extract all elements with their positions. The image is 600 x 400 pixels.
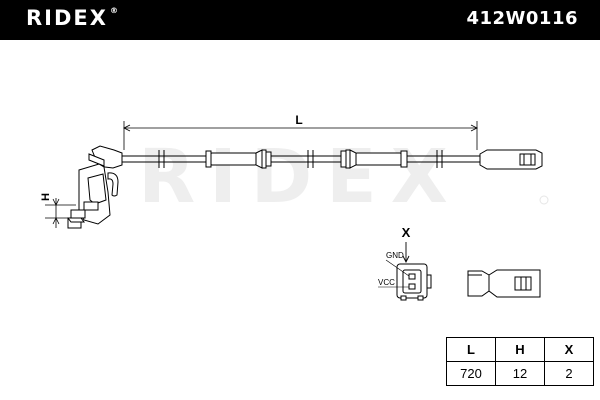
view-x-arrowhead — [402, 255, 410, 264]
length-label: L — [295, 113, 302, 127]
spec-value-h: 12 — [495, 361, 545, 386]
cable-grommet-left — [205, 149, 272, 169]
registered-mark: ® — [109, 6, 118, 15]
brand-name: RIDEX — [26, 6, 108, 30]
cable-connector — [479, 149, 543, 170]
spec-header-x: X — [544, 337, 594, 362]
brand-logo: RIDEX® — [26, 6, 118, 30]
connector-front-view — [396, 263, 432, 301]
pin-label-gnd: GND — [386, 251, 404, 260]
length-dimension — [123, 121, 478, 150]
header-bar: RIDEX® 412W0116 — [0, 0, 600, 40]
sensor-head — [67, 145, 123, 229]
cable-grommet-right — [340, 149, 408, 169]
sensor-cable — [122, 150, 480, 168]
spec-header-l: L — [446, 337, 496, 362]
height-label: H — [40, 193, 52, 201]
spec-value-l: 720 — [446, 361, 496, 386]
connector-side-view — [467, 269, 541, 298]
part-number: 412W0116 — [466, 8, 578, 29]
sensor-technical-drawing: RIDEX L — [40, 113, 549, 301]
spec-header-h: H — [495, 337, 545, 362]
spec-table: L H X 720 12 2 — [446, 337, 594, 386]
spec-value-x: 2 — [544, 361, 594, 386]
watermark-text: RIDEX — [138, 134, 462, 220]
pin-leader-gnd — [385, 259, 410, 277]
height-dimension — [45, 198, 76, 228]
pin-label-vcc: VCC — [378, 278, 395, 287]
spec-table-value-row: 720 12 2 — [446, 361, 594, 386]
watermark-registered-mark — [539, 195, 549, 205]
spec-table-header-row: L H X — [446, 337, 594, 362]
view-x-label: X — [402, 225, 411, 240]
